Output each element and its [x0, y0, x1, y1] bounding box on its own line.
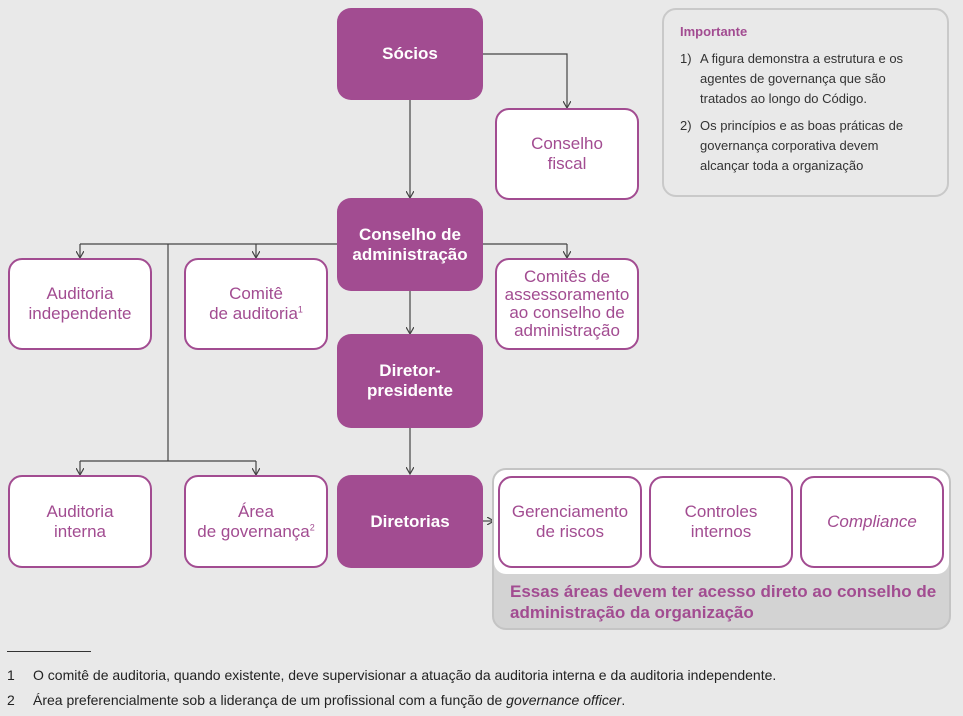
footnote-ref-1: 1: [297, 304, 303, 315]
gerenciamento-riscos-line2: de riscos: [535, 522, 605, 541]
comites-assessoramento-line3: ao conselho de: [509, 303, 625, 322]
area-governanca-line2: de governança2: [197, 522, 315, 542]
auditoria-interna-line2: interna: [54, 521, 106, 541]
socios-box: Sócios: [337, 8, 483, 100]
important-item-number: 2): [680, 118, 692, 133]
gerenciamento-riscos-line1: Gerenciamento: [511, 502, 629, 521]
conselho-administracao-box: Conselho de administração: [337, 198, 483, 291]
important-item-text: A figura demonstra a estrutura e os agen…: [700, 51, 904, 106]
auditoria-independente-line1: Auditoria: [46, 284, 114, 303]
comites-assessoramento-line2: assessoramento: [504, 285, 630, 304]
conselho-fiscal-line1: Conselho: [531, 134, 603, 153]
footnote-number: 2: [7, 692, 15, 708]
gerenciamento-riscos-box: Gerenciamento de riscos: [498, 476, 642, 568]
footnote-divider: [7, 651, 91, 652]
auditoria-independente-line2: independente: [28, 304, 132, 323]
socios-label: Sócios: [382, 44, 438, 63]
controles-internos-box: Controles internos: [649, 476, 793, 568]
important-item: 2) Os princípios e as boas práticas de g…: [680, 116, 931, 176]
important-item-number: 1): [680, 51, 692, 66]
comite-auditoria-line2-text: de auditoria: [209, 304, 298, 323]
diretor-presidente-line2: presidente: [367, 381, 453, 400]
auditoria-interna-box: Auditoria interna: [8, 475, 152, 568]
important-title: Importante: [680, 24, 748, 39]
diretor-presidente-line1: Diretor-: [379, 361, 441, 380]
compliance-label: Compliance: [827, 512, 917, 531]
comite-auditoria-box: Comitê de auditoria1: [184, 258, 328, 350]
group-note: Essas áreas devem ter acesso direto ao c…: [510, 582, 937, 622]
footnote-1: 1 O comitê de auditoria, quando existent…: [7, 667, 776, 683]
footnote-text-italic: governance officer: [506, 692, 622, 708]
footnote-ref-2: 2: [309, 521, 315, 532]
important-note-box: Importante 1) A figura demonstra a estru…: [662, 8, 949, 197]
area-governanca-line2-text: de governança: [197, 521, 310, 541]
footnote-text-main: Área preferencialmente sob a liderança d…: [33, 692, 507, 708]
conselho-administracao-line2: administração: [352, 244, 468, 264]
diretorias-box: Diretorias: [337, 475, 483, 568]
area-governanca-box: Área de governança2: [184, 475, 328, 568]
important-item: 1) A figura demonstra a estrutura e os a…: [680, 49, 931, 109]
comites-assessoramento-line4: administração: [514, 321, 620, 340]
compliance-box: Compliance: [800, 476, 944, 568]
conselho-administracao-line1: Conselho de: [358, 224, 461, 244]
conselho-fiscal-box: Conselho fiscal: [495, 108, 639, 200]
comite-auditoria-line1: Comitê: [229, 284, 283, 303]
comites-assessoramento-line1: Comitês de: [524, 267, 610, 286]
comite-auditoria-line2: de auditoria1: [209, 304, 303, 324]
controles-internos-line2: internos: [690, 522, 752, 541]
conselho-fiscal-line2: fiscal: [547, 154, 587, 173]
diretor-presidente-box: Diretor- presidente: [337, 334, 483, 428]
auditoria-independente-box: Auditoria independente: [8, 258, 152, 350]
diretorias-label: Diretorias: [370, 511, 450, 531]
important-item-text: Os princípios e as boas práticas de gove…: [700, 118, 904, 173]
footnote-number: 1: [7, 667, 15, 683]
footnote-text: O comitê de auditoria, quando existente,…: [33, 667, 777, 683]
controles-internos-line1: Controles: [684, 502, 758, 521]
area-governanca-line1: Área: [238, 501, 274, 521]
auditoria-interna-line1: Auditoria: [46, 501, 114, 521]
footnote-text-tail: .: [621, 692, 626, 708]
footnote-text: Área preferencialmente sob a liderança d…: [33, 692, 625, 708]
footnote-2: 2 Área preferencialmente sob a liderança…: [7, 692, 625, 708]
comites-assessoramento-box: Comitês de assessoramento ao conselho de…: [495, 258, 639, 350]
